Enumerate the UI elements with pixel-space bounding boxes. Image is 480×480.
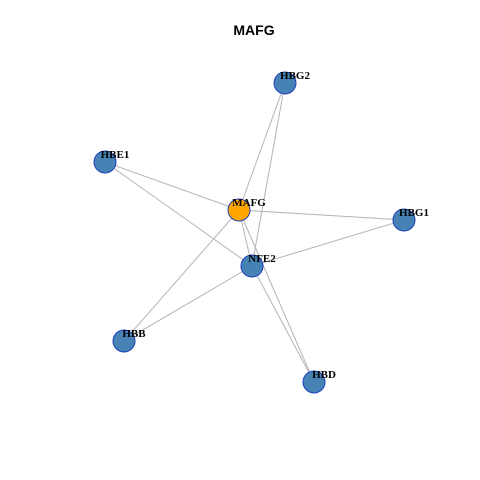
node-hbe1 bbox=[93, 150, 117, 174]
diagram-title: MAFG bbox=[233, 22, 274, 38]
node-label-hbd: HBD bbox=[312, 369, 336, 381]
edge-mafg-hbg2 bbox=[238, 82, 286, 211]
edge-nfe2-hbb bbox=[123, 265, 253, 342]
nodes-layer bbox=[93, 71, 416, 394]
node-hbg2 bbox=[273, 71, 297, 95]
edge-mafg-hbg1 bbox=[238, 209, 405, 221]
node-label-hbb: HBB bbox=[122, 328, 146, 340]
node-nfe2 bbox=[240, 254, 264, 278]
node-hbd bbox=[302, 370, 326, 394]
node-label-nfe2: NFE2 bbox=[248, 253, 276, 265]
edge-nfe2-hbg2 bbox=[251, 82, 286, 267]
node-hbb bbox=[112, 329, 136, 353]
edge-nfe2-hbe1 bbox=[104, 161, 253, 267]
node-label-hbg2: HBG2 bbox=[280, 70, 310, 82]
edge-mafg-hbb bbox=[123, 209, 240, 342]
node-label-hbg1: HBG1 bbox=[399, 207, 429, 219]
node-mafg bbox=[227, 198, 251, 222]
edge-mafg-hbe1 bbox=[104, 161, 240, 211]
edge-mafg-hbd bbox=[238, 209, 315, 383]
edge-nfe2-hbg1 bbox=[251, 219, 405, 267]
node-label-mafg: MAFG bbox=[232, 197, 266, 209]
node-hbg1 bbox=[392, 208, 416, 232]
edge-nfe2-hbd bbox=[251, 265, 315, 383]
node-label-hbe1: HBE1 bbox=[101, 149, 130, 161]
edges-layer bbox=[104, 82, 405, 383]
